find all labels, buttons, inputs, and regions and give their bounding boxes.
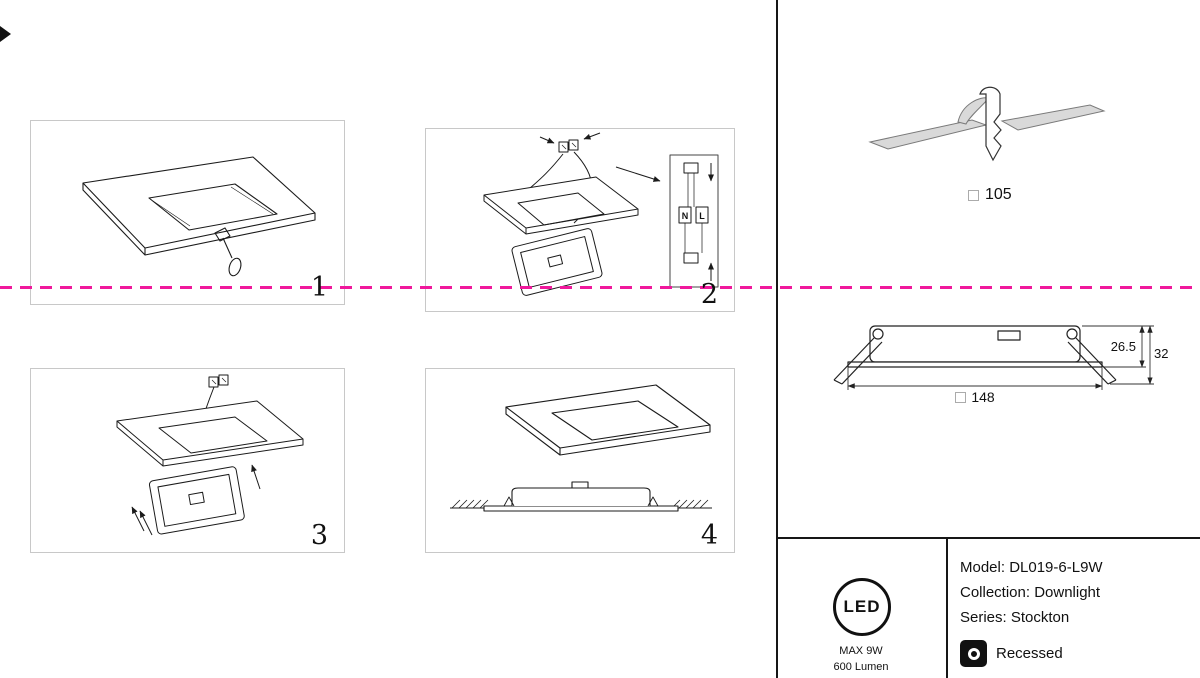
square-dimension-icon: [968, 189, 979, 201]
page-corner-mark: [0, 26, 11, 42]
vertical-separator: [776, 0, 778, 678]
cutout-figure: [862, 80, 1110, 180]
model-label: Model: DL019-6-L9W: [960, 559, 1103, 576]
step-2-number: 2: [700, 279, 718, 310]
dimension-figure: [808, 318, 1156, 410]
width-dimension-label: 148: [930, 389, 1020, 405]
step-2-illustration: N L: [483, 132, 719, 296]
fold-dashed-line: [0, 286, 1200, 289]
max-power-label: MAX 9W: [839, 645, 883, 657]
terminal-n-label: N: [682, 211, 689, 221]
step-4-number: 4: [700, 520, 718, 551]
luminous-flux-label: 600 Lumen: [833, 661, 889, 673]
product-spec-block: Model: DL019-6-L9W Collection: Downlight…: [960, 555, 1103, 630]
step-3-number: 3: [310, 520, 328, 551]
mounting-type-label: Recessed: [996, 645, 1063, 662]
collection-label: Collection: Downlight: [960, 584, 1101, 601]
led-logo-icon: LED: [833, 578, 891, 636]
step-3-illustration: [116, 374, 304, 536]
recess-depth-label: 26.5: [1110, 339, 1136, 354]
spec-vertical-separator: [946, 539, 948, 678]
width-dimension-value: 148: [971, 389, 995, 405]
step-4-panel: 4: [425, 368, 735, 553]
step-4-illustration: [450, 384, 712, 512]
dimension-illustration: [833, 325, 1154, 390]
step-1-illustration: [82, 156, 316, 277]
led-logo-text: LED: [843, 597, 881, 616]
square-dimension-icon: [955, 391, 967, 403]
mounting-type-row: Recessed: [960, 640, 1063, 667]
step-1-number: 1: [310, 272, 328, 303]
step-3-panel: 3: [30, 368, 345, 553]
spec-horizontal-separator: [778, 537, 1200, 539]
cutout-size-label: 105: [968, 186, 1012, 204]
cutout-illustration: [868, 86, 1106, 162]
overall-height-label: 32: [1154, 346, 1169, 361]
series-label: Series: Stockton: [960, 609, 1070, 626]
terminal-l-label: L: [699, 211, 705, 221]
recessed-mount-icon: [960, 640, 987, 667]
cutout-size-value: 105: [985, 186, 1012, 203]
step-2-panel: N L 2: [425, 128, 735, 312]
recessed-ring-icon: [967, 647, 980, 660]
step-1-panel: 1: [30, 120, 345, 305]
